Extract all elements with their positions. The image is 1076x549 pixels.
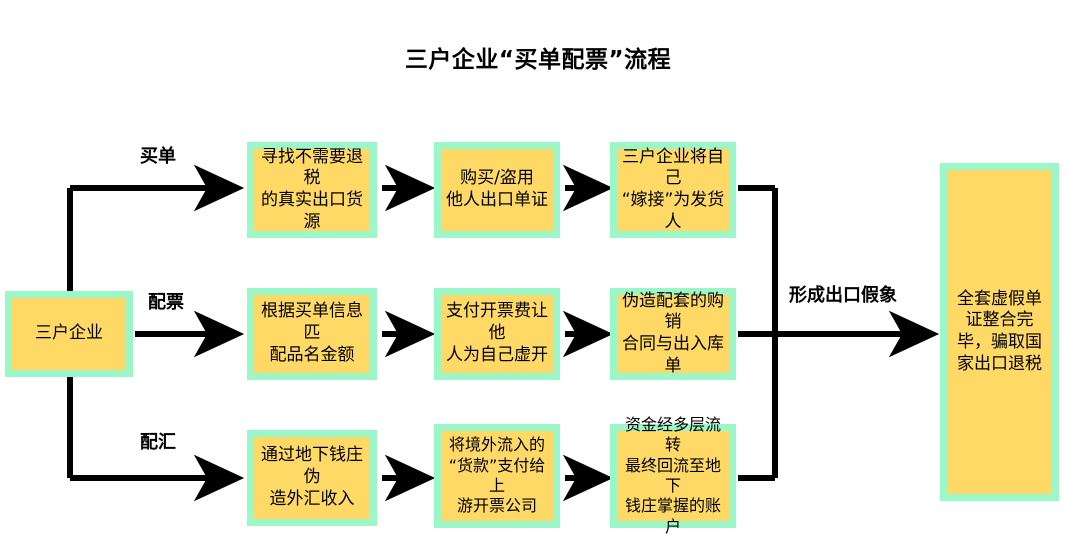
node-b2-s3-label: 伪造配套的购销 合同与出入库单 [622,290,724,376]
node-b3-s2[interactable]: 将境外流入的 “货款”支付给上 游开票公司 [434,424,560,528]
node-b2-s3[interactable]: 伪造配套的购销 合同与出入库单 [610,288,736,380]
node-b2-s1[interactable]: 根据买单信息匹 配品名金额 [247,288,377,380]
node-b1-s1-label: 寻找不需要退税 的真实出口货源 [261,146,363,232]
node-start[interactable]: 三户企业 [5,291,133,377]
node-b1-s1[interactable]: 寻找不需要退税 的真实出口货源 [247,142,377,238]
node-b3-s2-label: 将境外流入的 “货款”支付给上 游开票公司 [448,435,546,516]
node-b2-s2-label: 支付开票费让他 人为自己虚开 [446,301,548,365]
node-b2-s1-label: 根据买单信息匹 配品名金额 [261,301,363,365]
node-b3-s1[interactable]: 通过地下钱庄伪 造外汇收入 [247,430,377,526]
node-b2-s2[interactable]: 支付开票费让他 人为自己虚开 [434,288,560,380]
node-b1-s3-label: 三户企业将自己 “嫁接”为发货人 [621,146,725,232]
branch-label-1: 买单 [140,146,176,167]
node-b1-s2-label: 购买/盗用 他人出口单证 [446,168,548,210]
node-end[interactable]: 全套虚假单证整合完毕，骗取国家出口退税 [940,163,1059,501]
page-title: 三户企业“买单配票”流程 [404,47,672,73]
node-b3-s3-label: 资金经多层流转 最终回流至地下 钱庄掌握的账户 [624,414,721,536]
branch-label-3: 配汇 [140,432,176,453]
branch-label-2: 配票 [148,292,184,313]
node-b1-s3[interactable]: 三户企业将自己 “嫁接”为发货人 [610,142,736,238]
merge-label: 形成出口假象 [789,285,897,306]
node-end-label: 全套虚假单证整合完毕，骗取国家出口退税 [957,288,1042,374]
node-b3-s3[interactable]: 资金经多层流转 最终回流至地下 钱庄掌握的账户 [610,415,736,536]
node-start-label: 三户企业 [35,323,103,344]
node-b3-s1-label: 通过地下钱庄伪 造外汇收入 [261,445,363,509]
node-b1-s2[interactable]: 购买/盗用 他人出口单证 [434,142,560,238]
